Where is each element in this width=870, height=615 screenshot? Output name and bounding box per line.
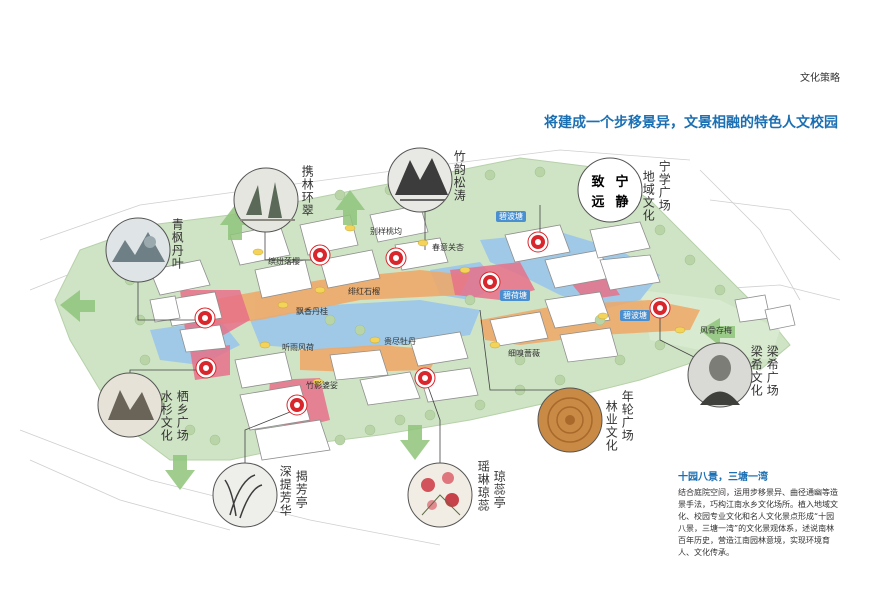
label-diyu: 地域文化 xyxy=(641,170,656,222)
tag-fengmu: 风骨存梅 xyxy=(700,326,732,335)
node-marker xyxy=(527,231,549,253)
tag-fenfen: 缤纷落樱 xyxy=(268,257,300,266)
tag-jiehong: 绯红石榴 xyxy=(348,287,380,296)
tag-biyin: 碧荷塘 xyxy=(500,290,530,301)
node-marker xyxy=(309,244,331,266)
tag-tingyu: 听雨风荷 xyxy=(282,343,314,352)
tag-fuhua: 贵尽牡丹 xyxy=(384,337,416,346)
access-arrows xyxy=(60,190,735,490)
label-yaolin: 瑶琳琼蕊 xyxy=(476,460,491,512)
tag-biechan: 别样桃均 xyxy=(370,227,402,236)
xiejie-painting xyxy=(233,167,299,233)
label-ningxue: 宁学广场 xyxy=(657,160,672,212)
node-marker xyxy=(414,367,436,389)
label-zhuyun: 竹韵松涛 xyxy=(452,150,467,202)
culture-node-markers xyxy=(194,231,671,416)
label-shuishan: 水杉文化 xyxy=(159,390,174,442)
node-marker xyxy=(195,357,217,379)
tag-bilu: 碧波塘 xyxy=(496,211,526,222)
node-marker xyxy=(286,394,308,416)
label-qingfeng: 青枫丹叶 xyxy=(170,218,185,270)
label-shenti: 深提芳华 xyxy=(278,465,293,517)
tag-piaoxiang: 飘香丹桂 xyxy=(296,307,328,316)
tag-zhuying: 竹影婆娑 xyxy=(306,381,338,390)
info-panel: 十园八景，三塘一湾 结合庭院空间，运用步移景异、曲径通幽等造景手法，巧构江南水乡… xyxy=(678,468,838,559)
label-nianlun: 年轮广场 xyxy=(620,390,635,442)
node-marker xyxy=(479,271,501,293)
label-qixi: 栖乡广场 xyxy=(175,390,190,442)
qixi-painting xyxy=(97,372,163,438)
tree-ring-image xyxy=(537,387,603,453)
label-qiongrui: 琼蕊亭 xyxy=(492,470,507,509)
node-marker xyxy=(385,247,407,269)
info-body: 结合庭院空间，运用步移景异、曲径通幽等造景手法，巧构江南水乡文化场所。植入地域文… xyxy=(678,488,838,557)
calligraphy-seal: 致 宁 远 静 xyxy=(577,157,643,223)
tag-chunyi: 春意关杏 xyxy=(432,243,464,252)
tag-biboxt: 碧波塘 xyxy=(620,310,650,321)
info-title: 十园八景，三塘一湾 xyxy=(678,472,768,483)
qingfeng-painting xyxy=(105,217,171,283)
label-jiefang: 揭芳亭 xyxy=(294,470,309,509)
page-heading: 将建成一个步移景异，文景相融的特色人文校园 xyxy=(544,115,838,131)
orchid-painting xyxy=(212,462,278,528)
flower-painting xyxy=(407,462,473,528)
seal-char-2: 宁 xyxy=(615,174,628,190)
section-title: 文化策略 xyxy=(800,73,840,84)
artwork-thumbnails: 致 宁 远 静 xyxy=(97,147,753,528)
node-marker xyxy=(649,297,671,319)
spot-markers xyxy=(252,224,686,386)
building-blocks xyxy=(149,204,796,461)
node-marker xyxy=(194,307,216,329)
label-xiejie: 携林环翠 xyxy=(300,165,315,217)
liangxi-portrait xyxy=(687,342,753,408)
zhuyun-painting xyxy=(387,147,453,213)
label-liangxi-square: 梁希广场 xyxy=(765,345,780,397)
seal-char-3: 远 xyxy=(591,195,604,210)
seal-char-1: 致 xyxy=(591,174,605,190)
leader-lines xyxy=(129,205,701,490)
label-linye: 林业文化 xyxy=(604,400,619,452)
tag-xixiu: 细嗅蔷薇 xyxy=(508,349,540,358)
label-liangxi-culture: 梁希文化 xyxy=(749,345,764,397)
seal-char-4: 静 xyxy=(615,194,628,210)
